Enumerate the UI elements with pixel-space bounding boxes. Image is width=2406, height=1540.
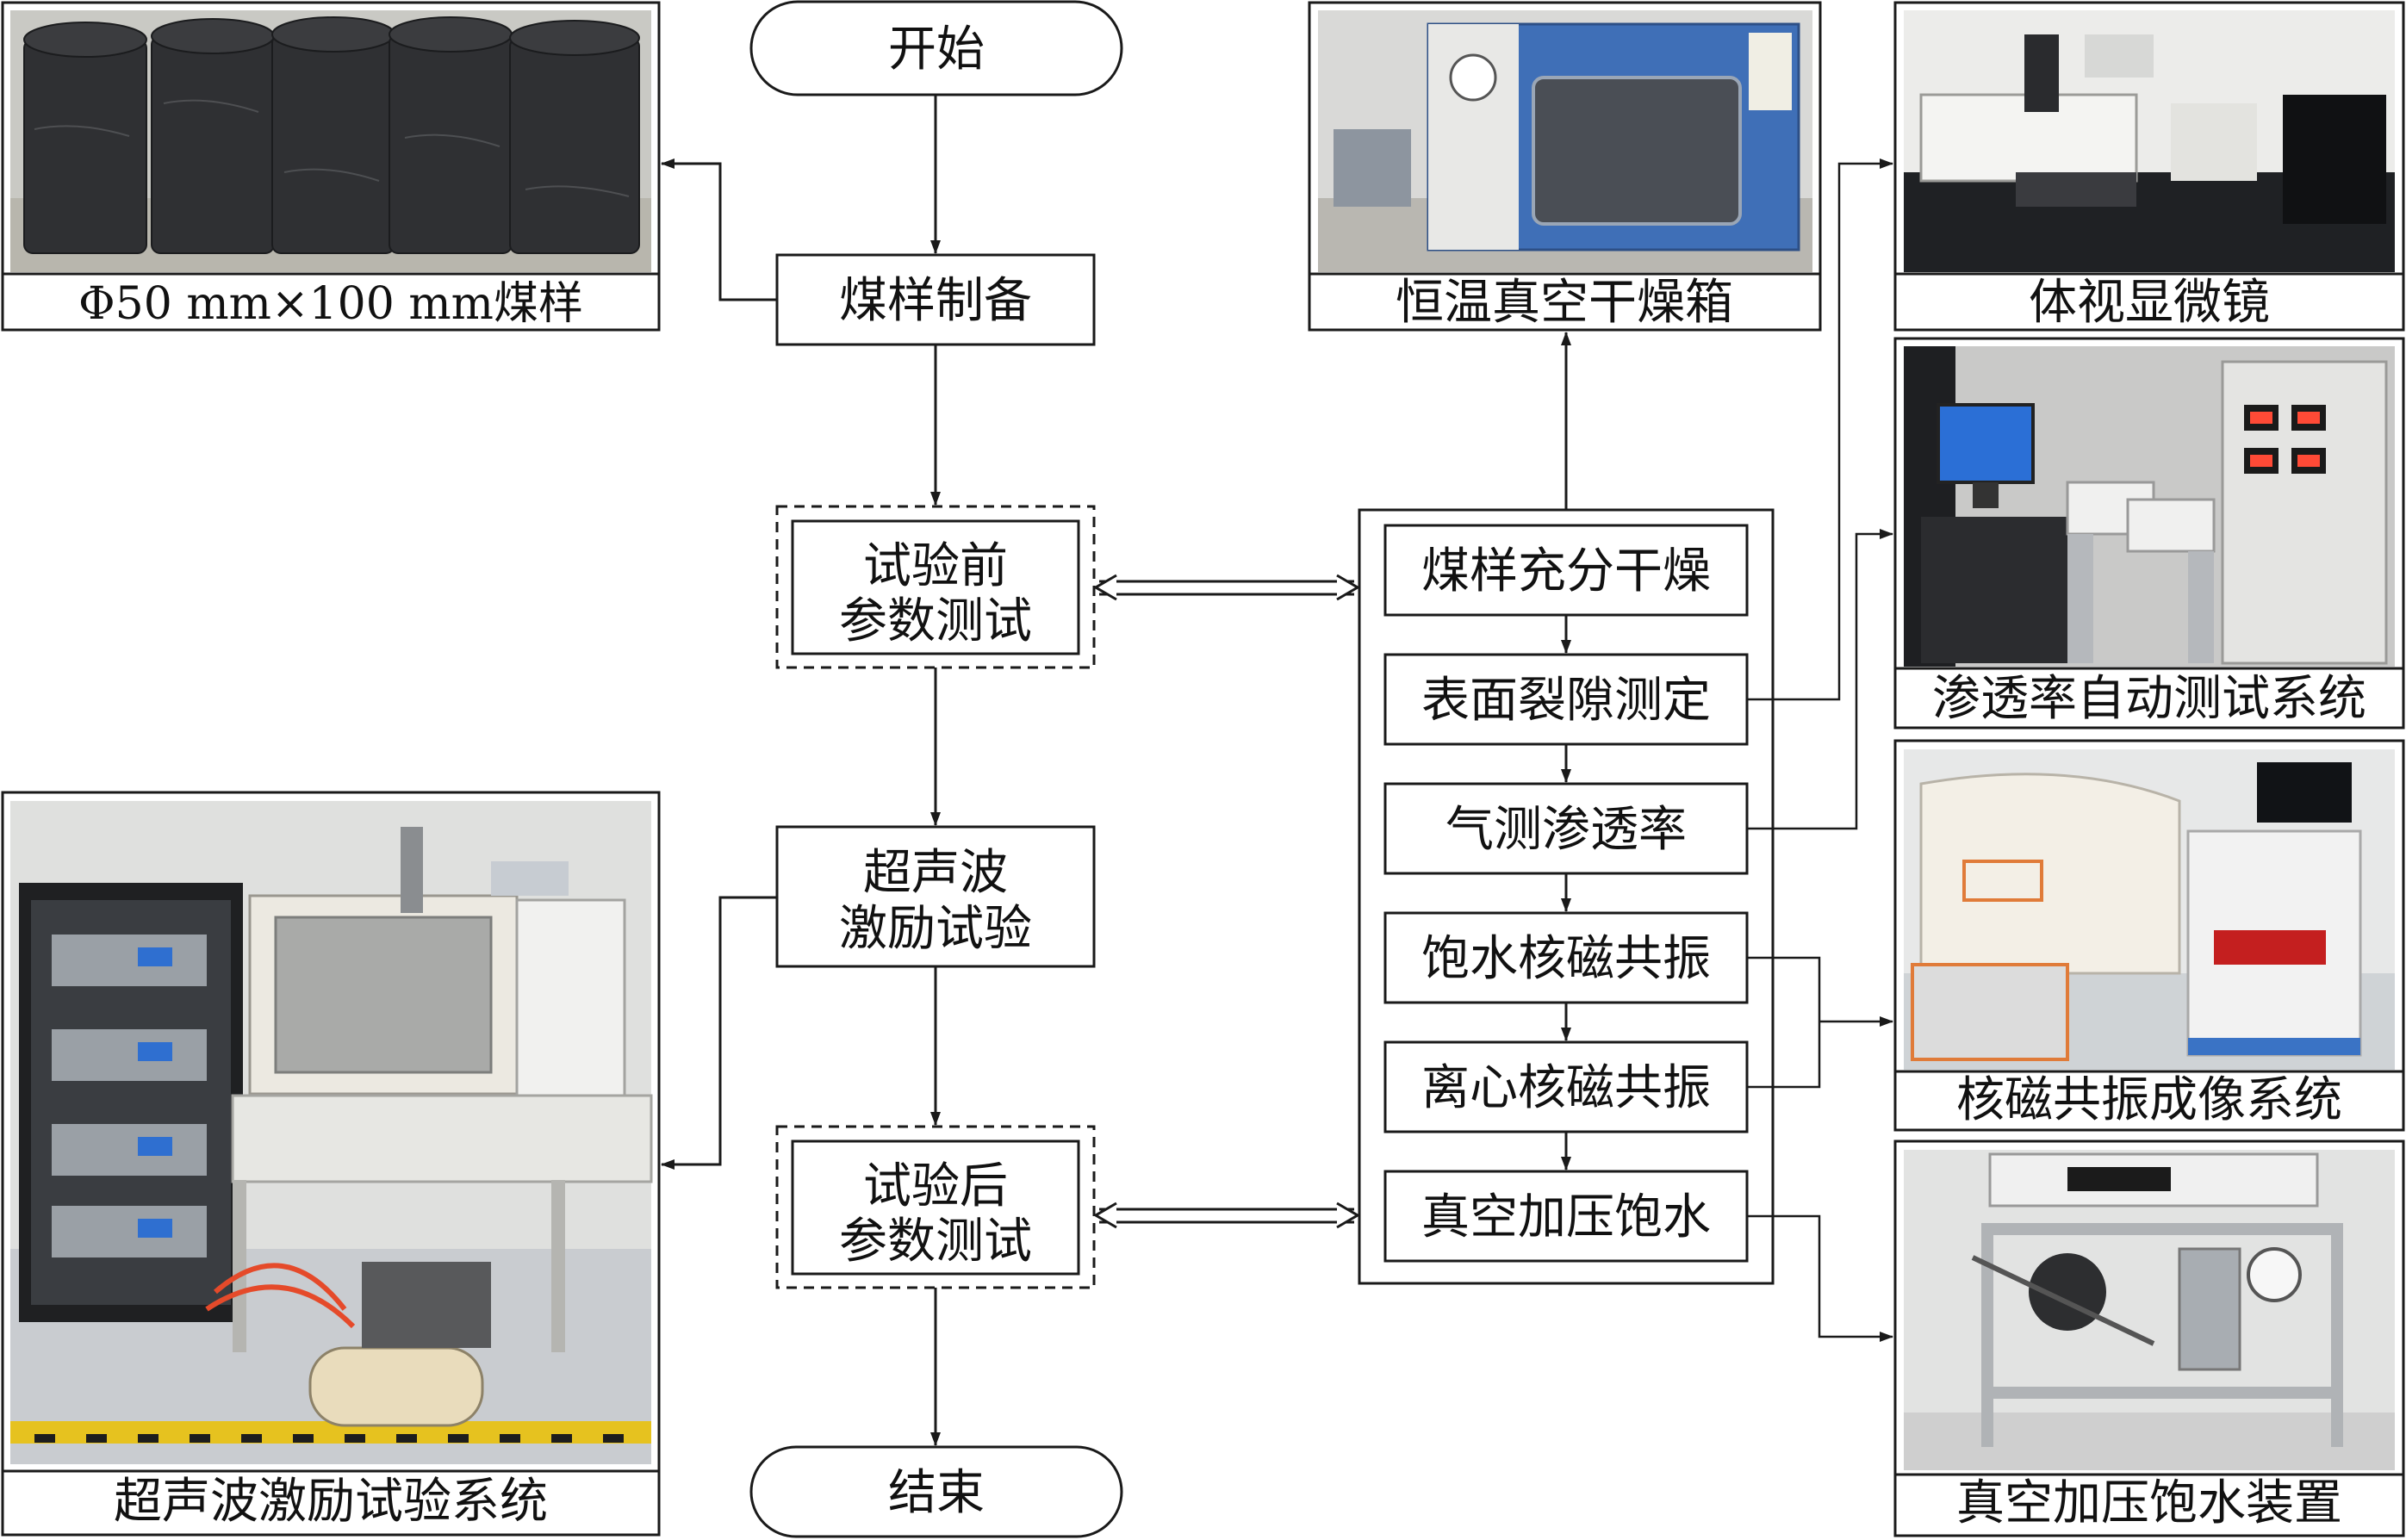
vacuum-to-device-arrow — [1747, 1214, 1893, 1342]
post-test-line-1: 试验后 — [863, 1158, 1008, 1214]
ultrasonic-line-2: 激励试验 — [839, 901, 1032, 957]
step-box: 真空加压饱水 — [1383, 1170, 1749, 1263]
coal-samples-photo — [1, 1, 661, 332]
drying-oven-photo — [1308, 1, 1822, 332]
prep-box — [775, 253, 1096, 346]
permeability-caption: 渗透率自动测试系统 — [1932, 671, 2366, 727]
pre-test-link-arrow — [1093, 574, 1360, 601]
post-test-box — [791, 1139, 1080, 1276]
drying-oven-caption: 恒温真空干燥箱 — [1396, 275, 1733, 331]
prep-to-samples-arrow — [661, 158, 777, 301]
end-label: 结束 — [888, 1465, 985, 1521]
step-label: 表面裂隙测定 — [1421, 673, 1711, 729]
post-test-line-2: 参数测试 — [839, 1214, 1032, 1270]
step-label: 气测渗透率 — [1445, 802, 1687, 858]
ultrasonic-system-caption: 超声波激励试验系统 — [114, 1474, 548, 1530]
ultrasonic-line-1: 超声波 — [863, 845, 1008, 901]
step-label: 真空加压饱水 — [1421, 1189, 1711, 1245]
ultrasonic-box — [775, 825, 1096, 968]
step-box: 气测渗透率 — [1383, 782, 1749, 875]
end-terminal — [749, 1445, 1123, 1538]
permeability-system-photo — [1893, 337, 2405, 730]
post-test-link-arrow — [1093, 1202, 1360, 1229]
step-box: 煤样充分干燥 — [1383, 524, 1749, 617]
coal-samples-caption: Φ50 mm×100 mm煤样 — [78, 278, 583, 330]
microscope-photo — [1893, 1, 2405, 332]
pre-test-line-2: 参数测试 — [839, 593, 1032, 649]
saturation-device-photo — [1893, 1139, 2405, 1537]
nmr-system-photo — [1893, 739, 2405, 1132]
gas-to-permeability-arrow — [1747, 529, 1893, 830]
step-label: 离心核磁共振 — [1421, 1060, 1711, 1116]
nmr-caption: 核磁共振成像系统 — [1956, 1072, 2342, 1128]
start-label: 开始 — [888, 22, 985, 78]
pre-test-line-1: 试验前 — [863, 538, 1008, 594]
saturation-caption: 真空加压饱水装置 — [1956, 1475, 2342, 1531]
ultrasonic-system-photo — [1, 791, 661, 1537]
step-box: 表面裂隙测定 — [1383, 653, 1749, 746]
prep-label: 煤样制备 — [839, 273, 1032, 329]
step-box: 饱水核磁共振 — [1383, 911, 1749, 1004]
pre-test-box — [791, 519, 1080, 655]
step-box: 离心核磁共振 — [1383, 1040, 1749, 1133]
step-label: 饱水核磁共振 — [1421, 931, 1711, 987]
ultrasonic-to-photo-arrow — [661, 896, 777, 1170]
step-label: 煤样充分干燥 — [1421, 543, 1711, 599]
microscope-caption: 体视显微镜 — [2029, 275, 2270, 331]
cracks-to-microscope-arrow — [1747, 158, 1893, 701]
